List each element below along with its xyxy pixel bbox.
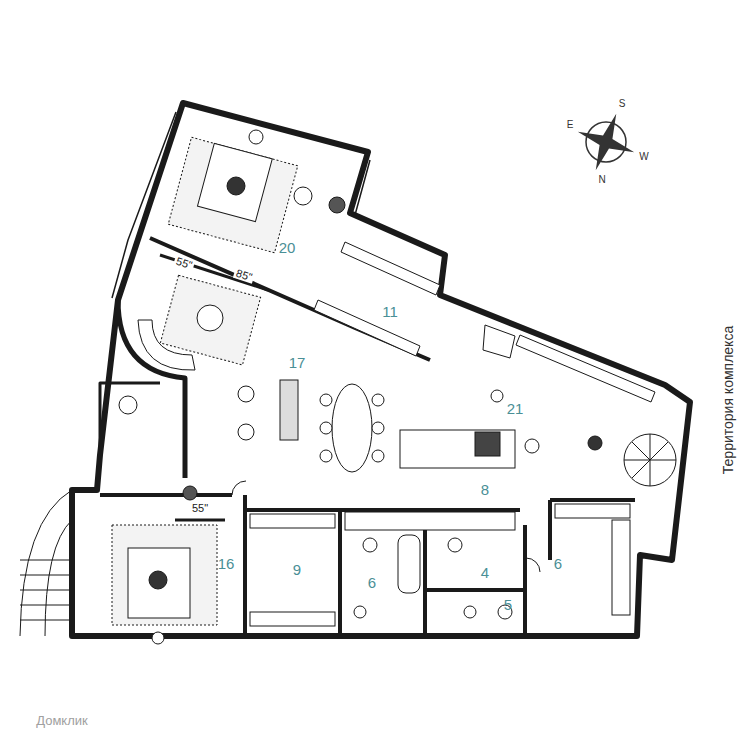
chair	[491, 390, 503, 402]
lamp	[149, 571, 167, 589]
door-swing	[232, 481, 540, 572]
fireplace	[280, 380, 298, 440]
bed	[128, 548, 190, 618]
sink	[363, 538, 377, 552]
room-number: 21	[507, 401, 524, 416]
tv	[160, 255, 268, 290]
armchair	[238, 424, 254, 440]
balcony-wall	[100, 383, 160, 455]
kitchen-island	[400, 430, 515, 468]
rug	[168, 137, 298, 252]
plant	[183, 486, 197, 500]
room-number: 6	[554, 556, 562, 571]
compass-star	[568, 104, 645, 181]
room-number: 8	[481, 482, 489, 497]
pendant	[588, 436, 602, 450]
bed-rug	[112, 525, 217, 625]
outer-wall	[72, 103, 690, 636]
watermark: Домклик	[36, 714, 88, 727]
chair	[372, 422, 384, 434]
compass-rose	[568, 104, 645, 181]
column	[152, 632, 164, 644]
chair	[320, 394, 332, 406]
armchair	[238, 386, 254, 402]
dining-table	[332, 384, 372, 472]
chair	[320, 422, 332, 434]
bed	[197, 143, 272, 221]
spiral-stair	[624, 434, 676, 486]
walls	[72, 103, 690, 636]
kitchen-counter	[345, 512, 515, 530]
compass-letter: E	[567, 120, 574, 130]
chair	[372, 450, 384, 462]
room-number: 9	[293, 562, 301, 577]
armchair	[119, 396, 137, 414]
armchair	[294, 187, 312, 205]
compass-letter: W	[639, 152, 648, 162]
sink	[448, 538, 462, 552]
cooktop	[475, 432, 500, 456]
room-number: 4	[481, 565, 489, 580]
partition	[100, 495, 635, 636]
wardrobe	[612, 520, 630, 615]
room-number: 16	[218, 556, 235, 571]
tv	[175, 519, 225, 522]
room-number: 17	[289, 355, 306, 370]
wardrobe	[314, 242, 655, 402]
sofa	[138, 320, 195, 370]
stool	[525, 439, 539, 453]
furniture	[112, 130, 655, 644]
toilet	[464, 606, 476, 618]
room-number: 6	[368, 575, 376, 590]
coffee-table	[197, 305, 223, 331]
column	[249, 130, 263, 144]
room-number: 11	[382, 304, 398, 319]
wardrobe	[250, 514, 335, 528]
chair	[320, 450, 332, 462]
chair	[372, 394, 384, 406]
living-rug	[160, 275, 260, 365]
outer-stair	[20, 490, 72, 636]
room-number: 20	[279, 240, 296, 255]
lamp	[227, 177, 245, 195]
plant	[329, 197, 345, 213]
compass-letter: S	[619, 99, 626, 109]
window-strip	[112, 112, 370, 298]
site-note: Территория комплекса	[721, 324, 735, 476]
wardrobe	[555, 504, 630, 518]
bathtub	[398, 535, 420, 593]
spiral-steps	[624, 434, 676, 486]
toilet	[354, 606, 366, 618]
room-number: 5	[504, 597, 512, 612]
compass-letter: N	[598, 175, 605, 185]
wardrobe	[250, 612, 335, 626]
tv-size: 55"	[192, 503, 208, 514]
